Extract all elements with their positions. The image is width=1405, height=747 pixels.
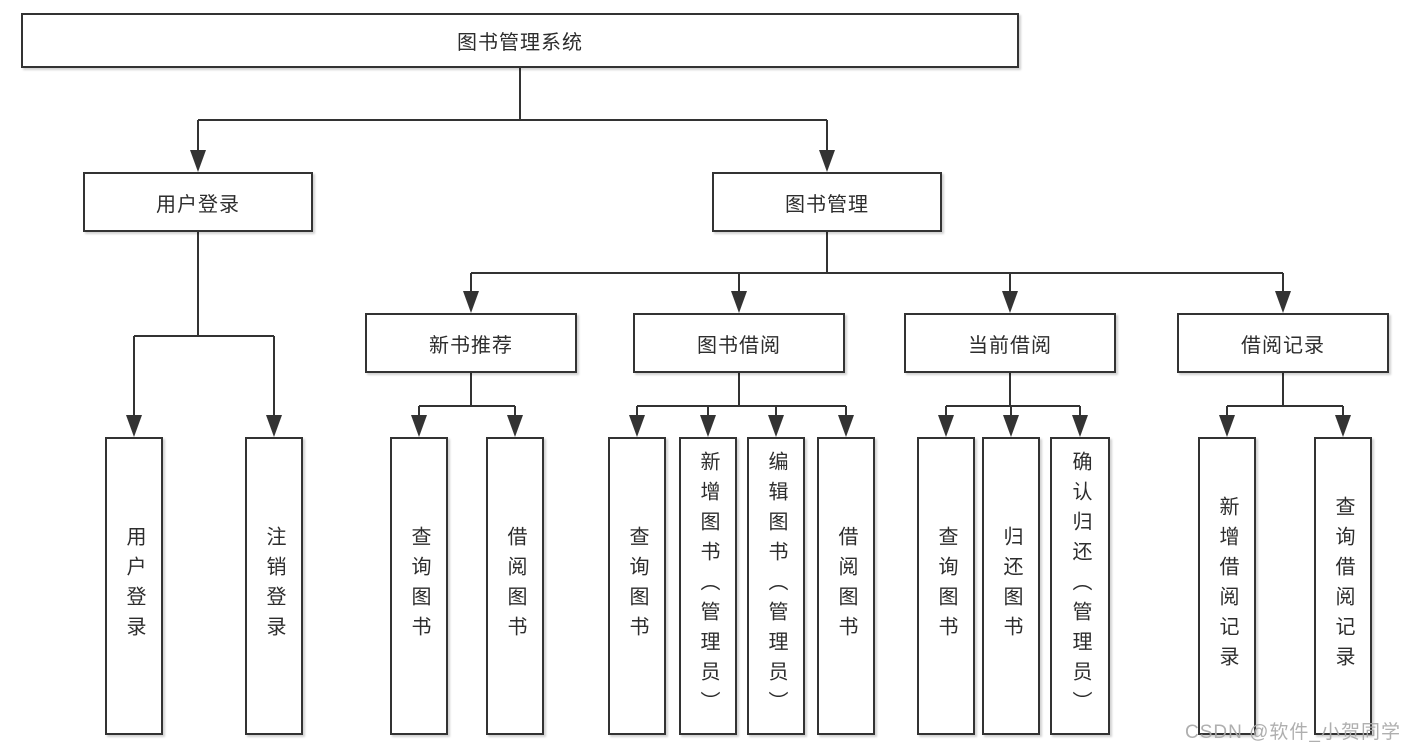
node-leaf-cb-confirm-return-admin-label: 确认归还（管理员）: [1069, 451, 1091, 721]
csdn-watermark: CSDN @软件_小贺同学: [1185, 722, 1401, 743]
node-leaf-cb-query-books-label: 查询图书: [935, 526, 957, 646]
node-new-book-recommend: 新书推荐: [365, 313, 577, 373]
connector-borrow-record-children: [1219, 373, 1351, 437]
node-book-management: 图书管理: [712, 172, 942, 232]
node-leaf-br-add-record-label: 新增借阅记录: [1216, 496, 1238, 676]
connector-current-borrow-children: [938, 373, 1088, 437]
node-leaf-br-add-record: 新增借阅记录: [1198, 437, 1256, 735]
node-leaf-cb-query-books: 查询图书: [917, 437, 975, 735]
node-leaf-bb-add-books-admin-label: 新增图书（管理员）: [697, 451, 719, 721]
node-borrowing-records-label: 借阅记录: [1241, 334, 1325, 357]
node-book-management-label: 图书管理: [785, 193, 869, 216]
node-leaf-bb-borrow-books-label: 借阅图书: [835, 526, 857, 646]
node-current-borrowing: 当前借阅: [904, 313, 1116, 373]
node-root-system-label: 图书管理系统: [457, 32, 583, 54]
node-root-system: 图书管理系统: [21, 13, 1019, 68]
node-user-login-label: 用户登录: [156, 193, 240, 216]
node-current-borrowing-label: 当前借阅: [968, 334, 1052, 357]
node-leaf-nb-borrow-books-label: 借阅图书: [504, 526, 526, 646]
node-leaf-bb-query-books-label: 查询图书: [626, 526, 648, 646]
node-leaf-bb-add-books-admin: 新增图书（管理员）: [679, 437, 737, 735]
node-leaf-br-query-record-label: 查询借阅记录: [1332, 496, 1354, 676]
node-new-book-recommend-label: 新书推荐: [429, 334, 513, 357]
connector-root-to-level2: [190, 68, 835, 172]
node-leaf-nb-query-books-label: 查询图书: [408, 526, 430, 646]
connector-user-login-children: [126, 232, 282, 437]
connector-book-borrow-children: [629, 373, 854, 437]
connector-book-mgmt-to-level3: [463, 232, 1291, 313]
node-leaf-nb-borrow-books: 借阅图书: [486, 437, 544, 735]
node-leaf-bb-query-books: 查询图书: [608, 437, 666, 735]
node-user-login: 用户登录: [83, 172, 313, 232]
node-book-borrowing-label: 图书借阅: [697, 334, 781, 357]
node-leaf-logout-label: 注销登录: [263, 526, 285, 646]
node-leaf-cb-return-books: 归还图书: [982, 437, 1040, 735]
node-leaf-cb-return-books-label: 归还图书: [1000, 526, 1022, 646]
node-leaf-logout: 注销登录: [245, 437, 303, 735]
node-leaf-bb-edit-books-admin-label: 编辑图书（管理员）: [765, 451, 787, 721]
node-leaf-bb-edit-books-admin: 编辑图书（管理员）: [747, 437, 805, 735]
node-leaf-cb-confirm-return-admin: 确认归还（管理员）: [1050, 437, 1110, 735]
node-leaf-br-query-record: 查询借阅记录: [1314, 437, 1372, 735]
node-book-borrowing: 图书借阅: [633, 313, 845, 373]
node-borrowing-records: 借阅记录: [1177, 313, 1389, 373]
node-leaf-bb-borrow-books: 借阅图书: [817, 437, 875, 735]
node-leaf-user-login-label: 用户登录: [123, 526, 145, 646]
node-leaf-user-login: 用户登录: [105, 437, 163, 735]
connector-new-book-children: [411, 373, 523, 437]
node-leaf-nb-query-books: 查询图书: [390, 437, 448, 735]
